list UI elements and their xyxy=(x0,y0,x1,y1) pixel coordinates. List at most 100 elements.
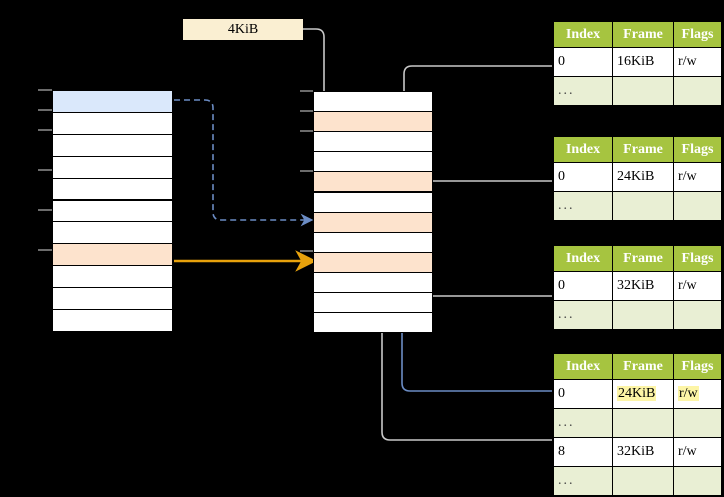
highlighted-value: 24KiB xyxy=(617,386,657,401)
arrow-virtual-page-to-frame xyxy=(174,99,314,227)
memory-frame-row xyxy=(313,211,433,233)
virtual-page-row xyxy=(52,243,173,267)
th-frame: Frame xyxy=(612,245,674,272)
th-index: Index xyxy=(553,245,613,272)
physical-memory-column xyxy=(313,91,433,334)
memory-frame-row xyxy=(313,251,433,273)
table-row: 0 24KiB r/w xyxy=(553,379,722,409)
cell-index: 8 xyxy=(553,437,613,467)
memory-frame-row xyxy=(313,111,433,133)
memory-frame-row xyxy=(313,151,433,173)
middle-column-tick-marks xyxy=(300,90,313,252)
left-column-tick-marks xyxy=(38,89,52,251)
memory-frame-row xyxy=(313,191,433,213)
cell-flags xyxy=(673,466,722,496)
table-row-ellipsis: ... xyxy=(553,466,722,496)
cell-flags: r/w xyxy=(673,47,722,77)
th-flags: Flags xyxy=(673,353,722,380)
memory-frame-row xyxy=(313,91,433,113)
cell-flags: r/w xyxy=(673,162,722,192)
th-index: Index xyxy=(553,21,613,48)
th-frame: Frame xyxy=(612,136,674,163)
virtual-page-row xyxy=(52,221,173,245)
cell-frame: 32KiB xyxy=(612,437,674,467)
page-size-label: 4KiB xyxy=(183,19,303,40)
th-index: Index xyxy=(553,136,613,163)
memory-frame-row xyxy=(313,171,433,193)
page-size-text: 4KiB xyxy=(227,21,259,37)
table-row-ellipsis: ... xyxy=(553,408,722,438)
cell-frame: 32KiB xyxy=(612,271,674,301)
virtual-page-row xyxy=(52,177,173,201)
cell-frame: 16KiB xyxy=(612,47,674,77)
virtual-page-row xyxy=(52,133,173,157)
table-header-row: Index Frame Flags xyxy=(553,353,722,380)
virtual-address-column xyxy=(52,90,173,332)
memory-frame-row xyxy=(313,292,433,314)
table-header-row: Index Frame Flags xyxy=(553,136,722,163)
cell-flags: r/w xyxy=(673,437,722,467)
highlighted-value: r/w xyxy=(678,386,699,401)
table-header-row: Index Frame Flags xyxy=(553,245,722,272)
physical-memory-rows xyxy=(313,91,433,334)
virtual-page-row xyxy=(52,90,173,113)
cell-index: ... xyxy=(553,191,613,221)
cell-flags: r/w xyxy=(673,271,722,301)
cell-flags xyxy=(673,408,722,438)
virtual-page-row xyxy=(52,199,173,223)
virtual-page-row xyxy=(52,287,173,310)
table-header-row: Index Frame Flags xyxy=(553,21,722,48)
virtual-address-rows xyxy=(52,90,173,332)
cell-frame: 24KiB xyxy=(612,162,674,192)
cell-flags xyxy=(673,300,722,330)
virtual-page-row xyxy=(52,309,173,332)
arrow-table2-to-memory xyxy=(413,180,552,233)
cell-flags xyxy=(673,76,722,106)
table-row-ellipsis: ... xyxy=(553,300,722,330)
virtual-page-row xyxy=(52,265,173,289)
cell-frame xyxy=(612,300,674,330)
cell-frame: 24KiB xyxy=(612,379,674,409)
cell-index: ... xyxy=(553,300,613,330)
cell-index: 0 xyxy=(553,271,613,301)
th-flags: Flags xyxy=(673,21,722,48)
cell-frame xyxy=(612,408,674,438)
cell-index: 0 xyxy=(553,162,613,192)
memory-frame-row xyxy=(313,231,433,253)
virtual-page-row xyxy=(52,155,173,179)
memory-frame-row xyxy=(313,131,433,153)
th-flags: Flags xyxy=(673,136,722,163)
th-flags: Flags xyxy=(673,245,722,272)
arrow-table3-to-memory xyxy=(413,261,552,297)
table-row-ellipsis: ... xyxy=(553,191,722,221)
cell-flags: r/w xyxy=(673,379,722,409)
virtual-page-row xyxy=(52,111,173,135)
cell-index: ... xyxy=(553,408,613,438)
cell-flags xyxy=(673,191,722,221)
th-frame: Frame xyxy=(612,21,674,48)
cell-frame xyxy=(612,466,674,496)
cell-frame xyxy=(612,191,674,221)
cell-index: 0 xyxy=(553,379,613,409)
cell-index: 0 xyxy=(553,47,613,77)
memory-frame-row xyxy=(313,312,433,334)
th-index: Index xyxy=(553,353,613,380)
cell-frame xyxy=(612,76,674,106)
